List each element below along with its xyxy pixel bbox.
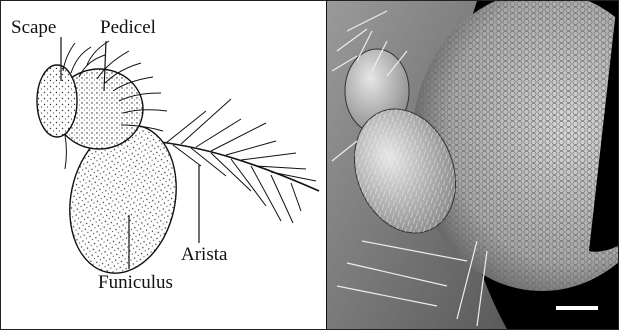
sem-micrograph — [327, 1, 618, 329]
arista-label: Arista — [181, 245, 227, 264]
scape-label: Scape — [11, 18, 56, 37]
sem-micrograph-panel — [327, 1, 618, 329]
scape-shape — [37, 65, 77, 137]
funiculus-label: Funiculus — [98, 273, 173, 292]
antenna-drawing-panel: Scape Pedicel Arista Funiculus — [1, 1, 327, 329]
pedicel-label: Pedicel — [100, 18, 156, 37]
scale-bar — [556, 306, 598, 310]
